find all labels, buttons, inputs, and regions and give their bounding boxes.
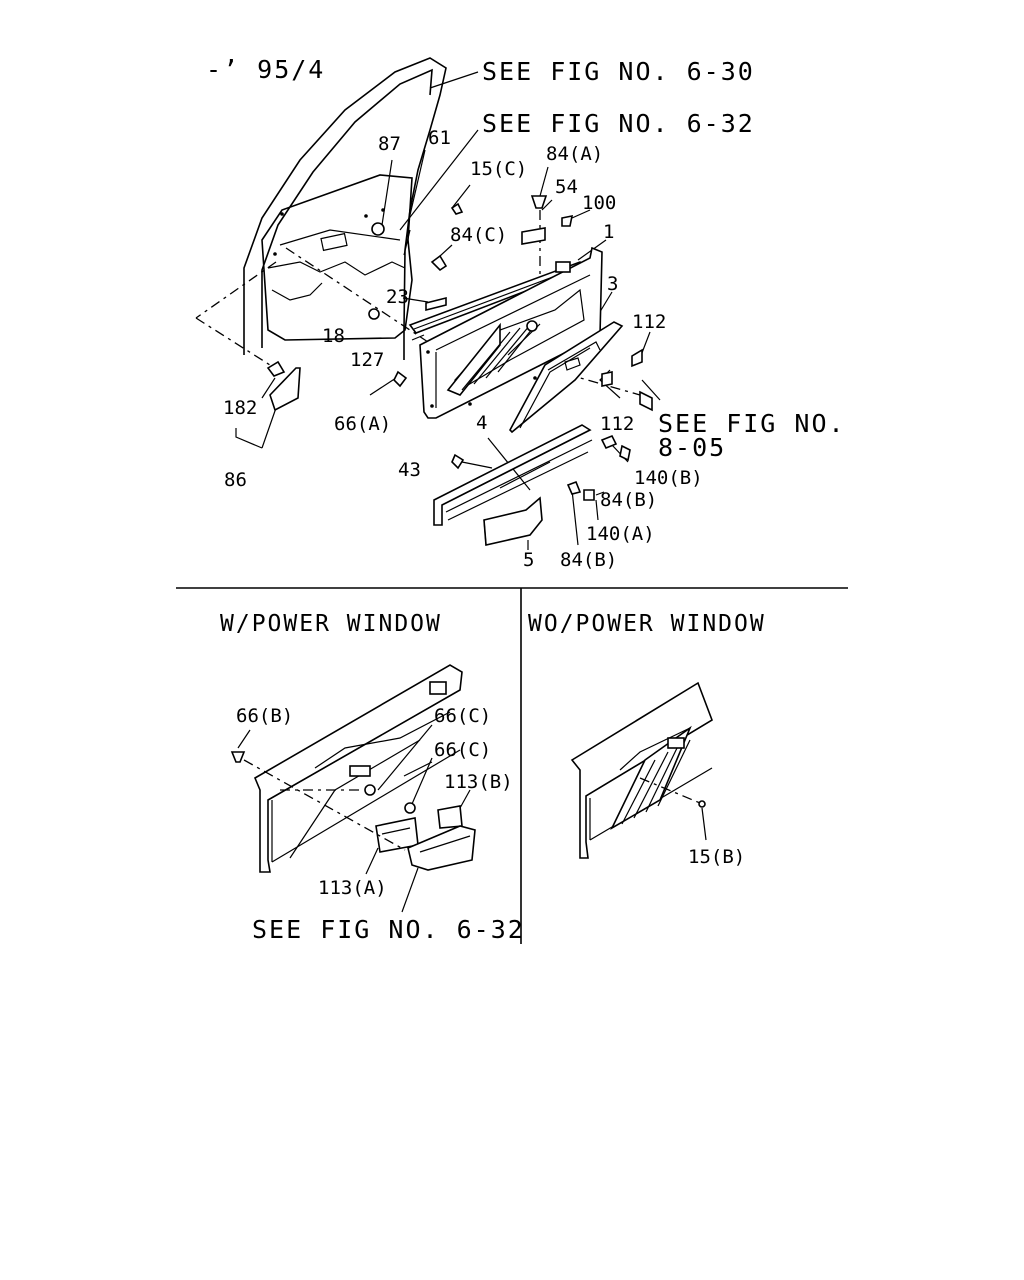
callout-112-bottom: 112: [600, 413, 634, 435]
callout-66c-1: 66(C): [434, 705, 491, 727]
callout-86: 86: [224, 469, 247, 491]
callout-140b: 140(B): [634, 467, 703, 489]
callout-84b-2: 84(B): [560, 549, 617, 571]
callout-3: 3: [607, 273, 618, 295]
see-fig-6-30: SEE FIG NO. 6-30: [482, 57, 755, 86]
trim-insert-panel: [509, 321, 624, 434]
speaker-cover: [269, 367, 301, 412]
section-title-no-power-window: WO/POWER WINDOW: [528, 611, 766, 637]
callout-140a: 140(A): [586, 523, 655, 545]
callout-84c: 84(C): [450, 224, 507, 246]
callout-113a: 113(A): [318, 877, 387, 899]
armrest: [483, 496, 543, 546]
callout-182: 182: [223, 397, 257, 419]
callout-1: 1: [603, 221, 614, 243]
callout-43: 43: [398, 459, 421, 481]
callout-84a: 84(A): [546, 143, 603, 165]
callout-113b: 113(B): [444, 771, 513, 793]
see-fig-6-32-bottom: SEE FIG NO. 6-32: [252, 915, 525, 944]
callout-15c: 15(C): [470, 158, 527, 180]
map-pocket: [433, 424, 593, 526]
callout-127: 127: [350, 349, 384, 371]
callout-54: 54: [555, 176, 578, 198]
see-fig-8-05-line2: 8-05: [658, 433, 726, 462]
callout-66b: 66(B): [236, 705, 293, 727]
fasteners: [266, 195, 653, 501]
callout-23: 23: [386, 286, 409, 308]
see-fig-6-32-top: SEE FIG NO. 6-32: [482, 109, 755, 138]
power-window-panel: [230, 664, 476, 913]
callout-4: 4: [476, 412, 487, 434]
callout-84b-1: 84(B): [600, 489, 657, 511]
callout-66c-2: 66(C): [434, 739, 491, 761]
callout-61: 61: [428, 127, 451, 149]
callout-100: 100: [582, 192, 616, 214]
door-frame: [243, 57, 447, 360]
callout-18: 18: [322, 325, 345, 347]
door-trim-panel: [419, 246, 603, 419]
callout-66a: 66(A): [334, 413, 391, 435]
manual-window-panel: [570, 681, 713, 859]
section-title-power-window: W/POWER WINDOW: [220, 611, 442, 637]
callout-5: 5: [523, 549, 534, 571]
date-code: -’ 95/4: [206, 55, 325, 84]
callout-87: 87: [378, 133, 401, 155]
callout-15b: 15(B): [688, 846, 745, 868]
see-fig-8-05-line1: SEE FIG NO.: [658, 409, 846, 438]
callout-112-top: 112: [632, 311, 666, 333]
